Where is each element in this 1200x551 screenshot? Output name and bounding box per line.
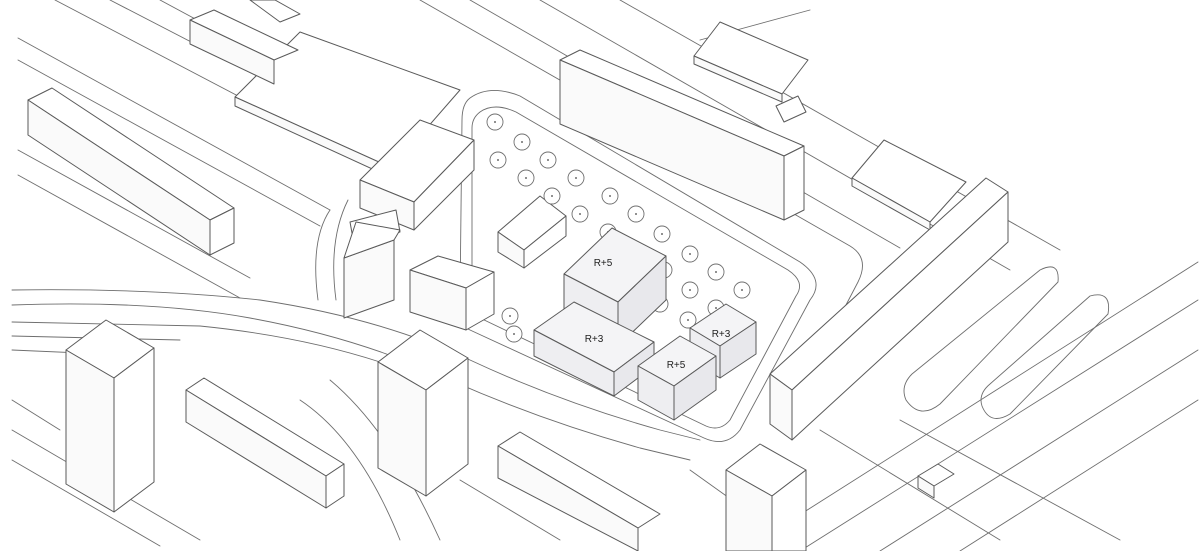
tree-center-dot [715, 307, 717, 309]
building-front [497, 445, 639, 551]
building-top [343, 221, 401, 259]
building-side [325, 463, 345, 509]
new-buildings: R+5 R+3 R+5 R+3 [533, 227, 757, 421]
height-label-r5-front: R+5 [667, 360, 686, 371]
street-line [299, 399, 401, 541]
street-line [459, 479, 561, 541]
building-side [523, 215, 567, 269]
street-line [17, 59, 321, 227]
tree-center-dot [635, 213, 637, 215]
tree-center-dot [547, 159, 549, 161]
street-line [315, 209, 331, 301]
plaza-block-outline [457, 90, 817, 443]
building-front [917, 475, 935, 499]
street-line [879, 349, 1199, 551]
main-avenue-edge [11, 321, 381, 363]
tree-center-dot [494, 121, 496, 123]
parking-loop [903, 266, 1059, 412]
street-line [899, 419, 1121, 541]
building-side [791, 191, 1009, 441]
building-side [425, 357, 469, 497]
plaza-block-inner [470, 106, 801, 429]
height-label-r3-large: R+3 [585, 334, 604, 345]
building-front [693, 55, 783, 103]
building-front [65, 349, 115, 513]
street-line [333, 199, 349, 301]
tree-center-dot [689, 289, 691, 291]
tree-center-dot [525, 177, 527, 179]
tree-center-dot [579, 213, 581, 215]
street-line [11, 459, 161, 547]
building-side [783, 145, 805, 221]
tree-center-dot [609, 195, 611, 197]
street-line [759, 261, 1199, 541]
tree-center-dot [513, 333, 515, 335]
tree-center-dot [715, 271, 717, 273]
street-line [11, 399, 61, 431]
tree-center-dot [575, 177, 577, 179]
street-line [799, 299, 1199, 551]
parking-loop [980, 294, 1110, 419]
building-top [249, 0, 301, 23]
tree-center-dot [687, 319, 689, 321]
tree-center-dot [741, 289, 743, 291]
street-line [17, 37, 331, 211]
main-avenue-edge [11, 303, 691, 461]
street-line [17, 149, 251, 279]
building-top [775, 95, 807, 123]
tree-center-dot [521, 141, 523, 143]
building-front [725, 469, 773, 551]
height-label-r3-right: R+3 [712, 329, 731, 340]
new-building-side [719, 321, 757, 379]
building-side [413, 139, 475, 231]
tree-center-dot [509, 315, 511, 317]
building-side [771, 469, 807, 551]
tree-center-dot [551, 195, 553, 197]
building-side [209, 207, 235, 256]
main-avenue-edge [11, 289, 701, 441]
street-line [819, 429, 1001, 541]
building-front [189, 19, 275, 85]
tree-center-dot [661, 233, 663, 235]
height-label-r5-back: R+5 [594, 258, 613, 269]
street-line [17, 174, 241, 299]
building-side [113, 347, 155, 513]
street-line [959, 399, 1199, 551]
new-building-side [673, 355, 717, 421]
building-top [769, 177, 1009, 391]
street-line [419, 0, 863, 413]
tree-center-dot [689, 253, 691, 255]
building-side [465, 271, 495, 331]
existing-buildings [27, 0, 1009, 551]
tree-center-dot [497, 159, 499, 161]
